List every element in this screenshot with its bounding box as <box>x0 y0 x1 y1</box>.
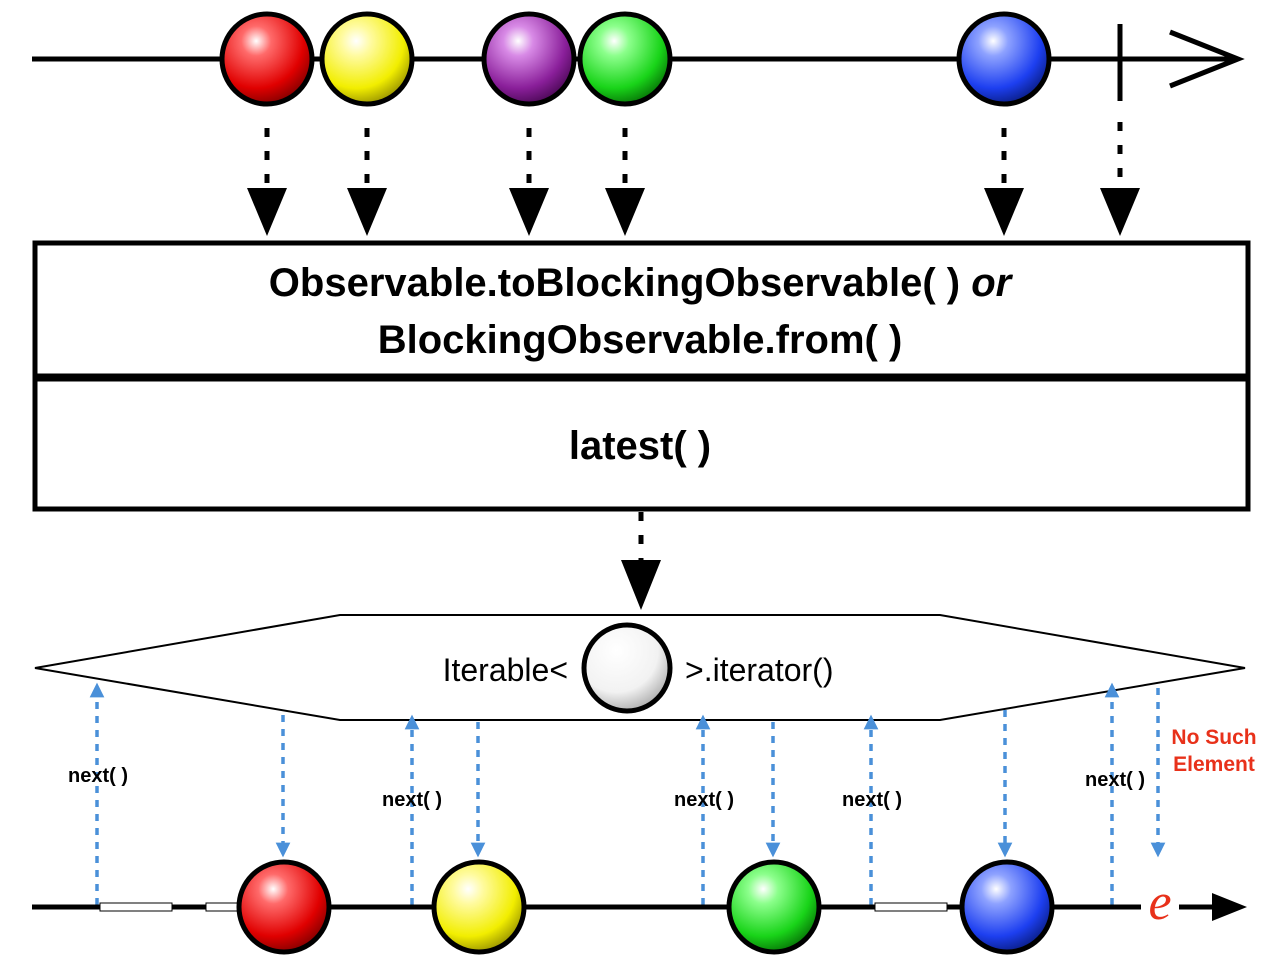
operator-box-upper <box>32 240 1251 379</box>
result-marble-red <box>236 859 332 955</box>
down-arrow <box>509 128 549 236</box>
source-marble-blue <box>956 11 1052 107</box>
iterator-prefix: Iterable< <box>443 652 568 688</box>
result-marble-yellow <box>431 859 527 955</box>
down-arrow <box>1100 122 1140 236</box>
next-call-label: next( ) <box>1085 769 1145 791</box>
iterator-element-marble <box>581 622 673 714</box>
next-call-label: next( ) <box>68 765 128 787</box>
blocking-gap <box>874 902 948 912</box>
result-marble-blue <box>959 859 1055 955</box>
operator-title-line2: BlockingObservable.from( ) <box>378 318 903 362</box>
no-such-element-label-line1: No Such <box>1171 726 1256 749</box>
no-such-element-label-line2: Element <box>1173 753 1255 776</box>
blocking-gap <box>99 902 173 912</box>
down-arrow <box>605 128 645 236</box>
operator-to-iterator-arrow <box>621 512 661 610</box>
source-marbles <box>219 11 1052 107</box>
down-arrow <box>984 128 1024 236</box>
source-timeline-arrowhead <box>1169 29 1245 89</box>
source-marble-red <box>219 11 315 107</box>
error-symbol: e <box>1148 874 1171 931</box>
down-arrow <box>347 128 387 236</box>
source-to-operator-arrows <box>247 122 1140 236</box>
next-call-label: next( ) <box>842 789 902 811</box>
operator-title-line1: Observable.toBlockingObservable( ) or <box>269 261 1014 305</box>
operator-box-lower <box>32 376 1251 512</box>
source-marble-green <box>577 11 673 107</box>
iterator-suffix: >.iterator() <box>685 652 833 688</box>
next-call-label: next( ) <box>382 789 442 811</box>
result-marble-green <box>726 859 822 955</box>
operator-method-label: latest( ) <box>569 424 711 468</box>
source-marble-yellow <box>319 11 415 107</box>
source-marble-purple <box>481 11 577 107</box>
down-arrow <box>247 128 287 236</box>
next-call-label: next( ) <box>674 789 734 811</box>
result-marbles <box>236 859 1055 955</box>
error-symbol-backdrop <box>1141 878 1179 922</box>
result-timeline-arrowhead <box>1212 893 1247 921</box>
next-call-arrows <box>89 682 1166 905</box>
